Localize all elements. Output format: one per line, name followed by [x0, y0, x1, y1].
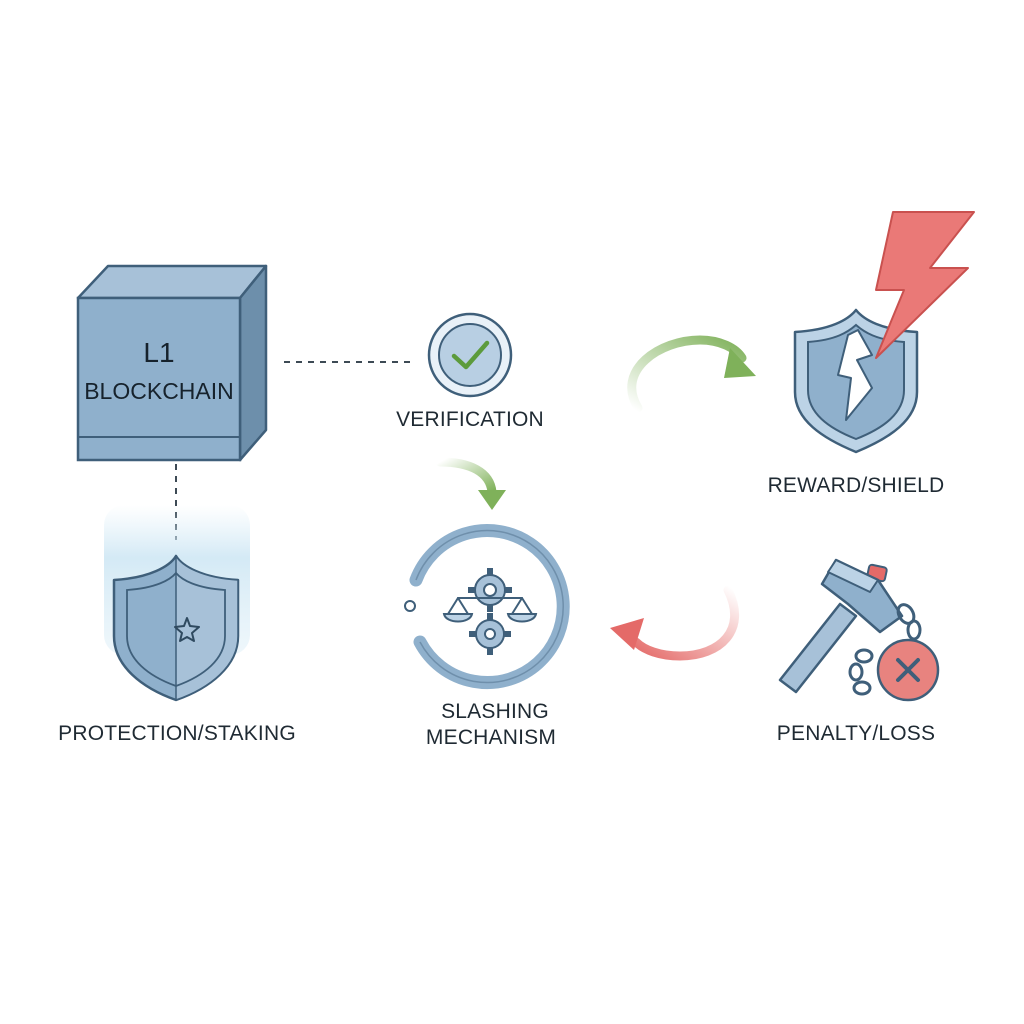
arrow-penalty-to-slashing — [610, 585, 740, 661]
verification-label: VERIFICATION — [396, 408, 544, 431]
arrow-verification-to-slashing — [435, 457, 506, 510]
cube-icon — [76, 264, 268, 462]
arrow-to-reward — [627, 335, 756, 413]
penalty-loss-label: PENALTY/LOSS — [776, 722, 936, 745]
checkmark-icon — [427, 312, 513, 398]
hammer-chain-icon — [778, 558, 940, 702]
blockchain-title-line2: BLOCKCHAIN — [84, 378, 234, 404]
slashing-label-line1: SLASHING — [441, 700, 549, 723]
gears-scales-icon — [404, 524, 570, 689]
shield-star-icon — [104, 505, 250, 702]
shield-lightning-icon — [793, 211, 975, 454]
blockchain-title-line1: L1 — [143, 337, 175, 368]
slashing-label-line2: MECHANISM — [425, 726, 557, 749]
protection-staking-label: PROTECTION/STAKING — [58, 722, 296, 745]
reward-shield-label: REWARD/SHIELD — [767, 474, 945, 497]
